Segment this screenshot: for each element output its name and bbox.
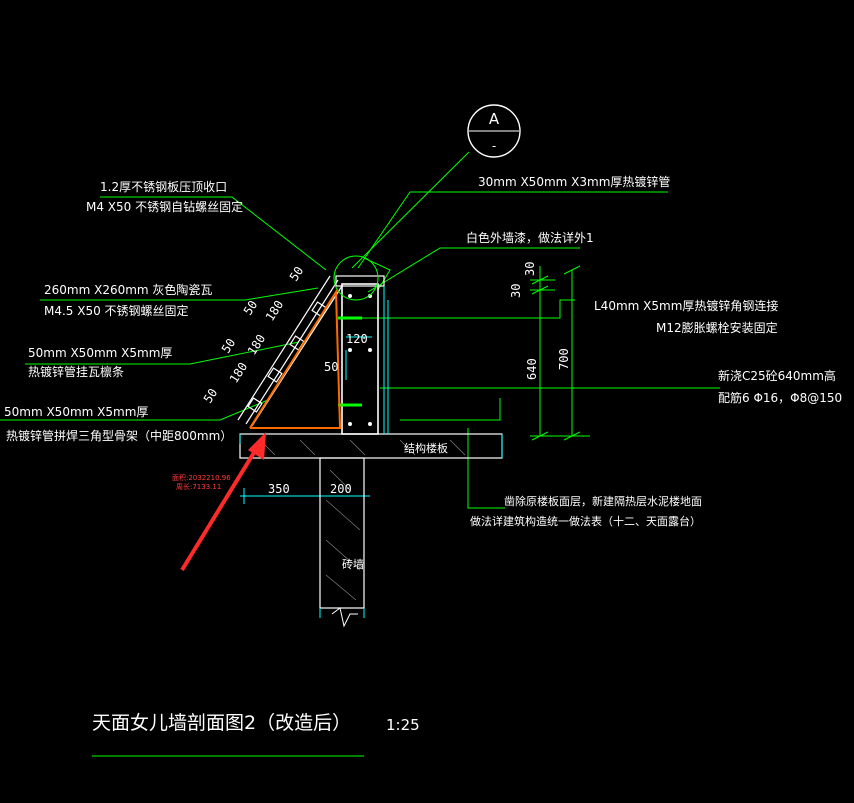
- label-tube: 30mm X50mm X3mm厚热镀锌管: [478, 174, 670, 189]
- dim-640: 640: [525, 358, 539, 380]
- label-cap-b: M4 X50 不锈钢自钻螺丝固定: [86, 199, 243, 214]
- callout-letter: A: [489, 110, 500, 128]
- label-batten-b: 热镀锌管挂瓦檩条: [28, 364, 124, 379]
- dim-50-2: 50: [241, 298, 261, 318]
- label-angle-b: M12膨胀螺栓安装固定: [656, 320, 778, 335]
- red-arrow: [180, 432, 266, 572]
- dim-30-a: 30: [523, 262, 537, 276]
- drawing-scale: 1:25: [386, 716, 420, 734]
- triangle-frame: [249, 288, 342, 429]
- label-floor-a: 凿除原楼板面层，新建隔热层水泥楼地面: [504, 494, 702, 508]
- dim-200: 200: [330, 482, 352, 496]
- callout-sub: -: [492, 139, 496, 153]
- dim-350: 350: [268, 482, 290, 496]
- label-cap-a: 1.2厚不锈钢板压顶收口: [100, 180, 227, 194]
- label-concrete-a: 新浇C25砼640mm高: [718, 368, 836, 383]
- dim-180-3: 180: [227, 360, 251, 386]
- area-stamp: 面积:2032210.96 周长:7133.11: [172, 473, 231, 491]
- structure: [239, 433, 503, 628]
- label-paint: 白色外墙漆，做法详外1: [466, 230, 594, 245]
- drawing-title: 天面女儿墙剖面图2（改造后）: [92, 712, 351, 734]
- slope-dimensions: 50 50 50 50 180 180 180 120 50 30 30 640…: [201, 262, 571, 496]
- leader-lines: [0, 151, 720, 509]
- label-concrete-b: 配筋6 Φ16，Φ8@150: [718, 390, 842, 405]
- label-brick: 砖墙: [342, 557, 364, 571]
- label-angle-a: L40mm X5mm厚热镀锌角钢连接: [594, 298, 778, 313]
- label-tile-a: 260mm X260mm 灰色陶瓷瓦: [44, 282, 212, 297]
- dim-700: 700: [557, 348, 571, 370]
- right-dimensions: [530, 265, 590, 441]
- dim-50-3: 50: [219, 336, 239, 356]
- label-frame-b: 热镀锌管拼焊三角型骨架（中距800mm）: [6, 428, 232, 443]
- label-tile-b: M4.5 X50 不锈钢螺丝固定: [44, 303, 189, 318]
- dim-50-inner: 50: [324, 360, 338, 374]
- label-slab: 结构楼板: [404, 441, 448, 455]
- dim-120: 120: [346, 332, 368, 346]
- cap-detail-circle: [333, 255, 379, 301]
- label-floor-b: 做法详建筑构造统一做法表（十二、天面露台）: [470, 514, 701, 528]
- dim-50-top: 50: [287, 264, 307, 284]
- dim-50-4: 50: [201, 386, 221, 406]
- dim-30-b: 30: [509, 284, 523, 298]
- concrete-parapet: [335, 275, 389, 435]
- left-labels: 1.2厚不锈钢板压顶收口 M4 X50 不锈钢自钻螺丝固定 260mm X260…: [4, 180, 243, 443]
- label-frame-a: 50mm X50mm X5mm厚: [4, 405, 148, 419]
- dim-180-2: 180: [245, 332, 269, 358]
- dim-180-1: 180: [263, 298, 287, 324]
- label-batten-a: 50mm X50mm X5mm厚: [28, 346, 172, 360]
- stamp-line-2: 周长:7133.11: [176, 482, 221, 491]
- right-labels: 30mm X50mm X3mm厚热镀锌管 白色外墙漆，做法详外1 L40mm X…: [342, 174, 842, 571]
- stamp-line-1: 面积:2032210.96: [172, 473, 231, 482]
- callout-a: A -: [467, 104, 521, 158]
